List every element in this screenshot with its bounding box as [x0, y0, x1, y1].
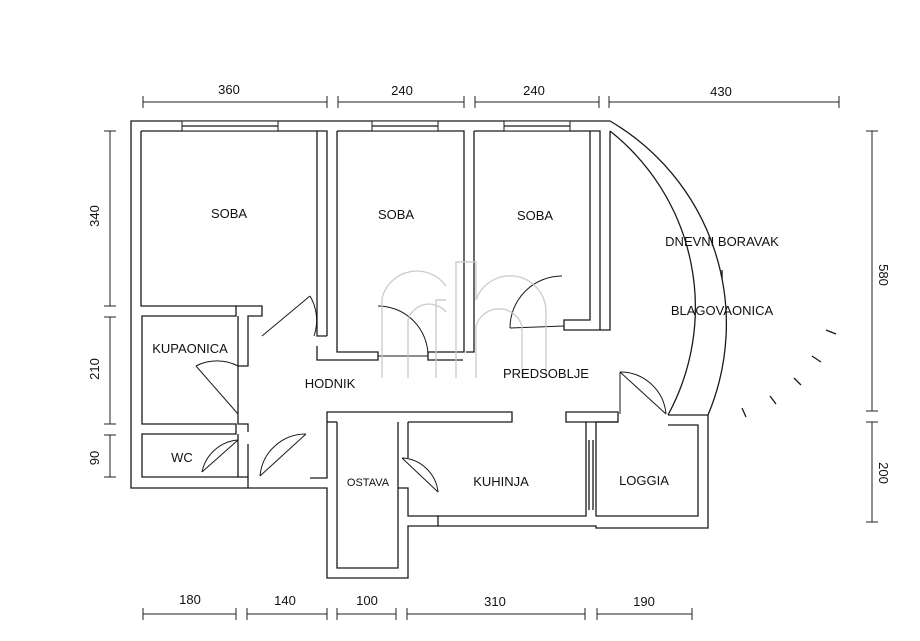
- dim-top-2: 240: [391, 83, 413, 98]
- room-label-soba-2: SOBA: [378, 207, 414, 222]
- room-label-dnevni-boravak: DNEVNI BORAVAK: [665, 234, 779, 249]
- walls: [130, 120, 727, 579]
- room-label-hodnik: HODNIK: [305, 376, 356, 391]
- windows: [181, 120, 837, 510]
- dim-left-2: 210: [87, 358, 102, 380]
- room-label-blagovaonica: BLAGOVAONICA: [671, 303, 774, 318]
- dim-bottom-5: 190: [633, 594, 655, 609]
- dim-bottom-2: 140: [274, 593, 296, 608]
- dim-bottom-3: 100: [356, 593, 378, 608]
- room-label-soba-1: SOBA: [211, 206, 247, 221]
- room-label-kupaonica: KUPAONICA: [152, 341, 228, 356]
- dim-top-4: 430: [710, 84, 732, 99]
- doors: [195, 275, 667, 493]
- dim-left-3: 90: [87, 451, 102, 465]
- room-label-soba-3: SOBA: [517, 208, 553, 223]
- room-label-wc: WC: [171, 450, 193, 465]
- dim-left-1: 340: [87, 205, 102, 227]
- dimension-labels: 360 240 240 430 180 140 100 310 190 340 …: [87, 82, 891, 609]
- room-label-kuhinja: KUHINJA: [473, 474, 529, 489]
- dim-top-1: 360: [218, 82, 240, 97]
- dim-right-1: 580: [876, 264, 891, 286]
- room-labels: SOBA SOBA SOBA DNEVNI BORAVAK I BLAGOVAO…: [152, 206, 779, 489]
- room-label-loggia: LOGGIA: [619, 473, 669, 488]
- room-label-i: I: [720, 267, 724, 282]
- dim-bottom-1: 180: [179, 592, 201, 607]
- dim-bottom-4: 310: [484, 594, 506, 609]
- room-label-predsoblje: PREDSOBLJE: [503, 366, 589, 381]
- dim-right-2: 200: [876, 462, 891, 484]
- dim-top-3: 240: [523, 83, 545, 98]
- room-label-ostava: OSTAVA: [347, 477, 390, 489]
- dimension-lines: [104, 96, 878, 620]
- watermark-logo: [381, 261, 547, 378]
